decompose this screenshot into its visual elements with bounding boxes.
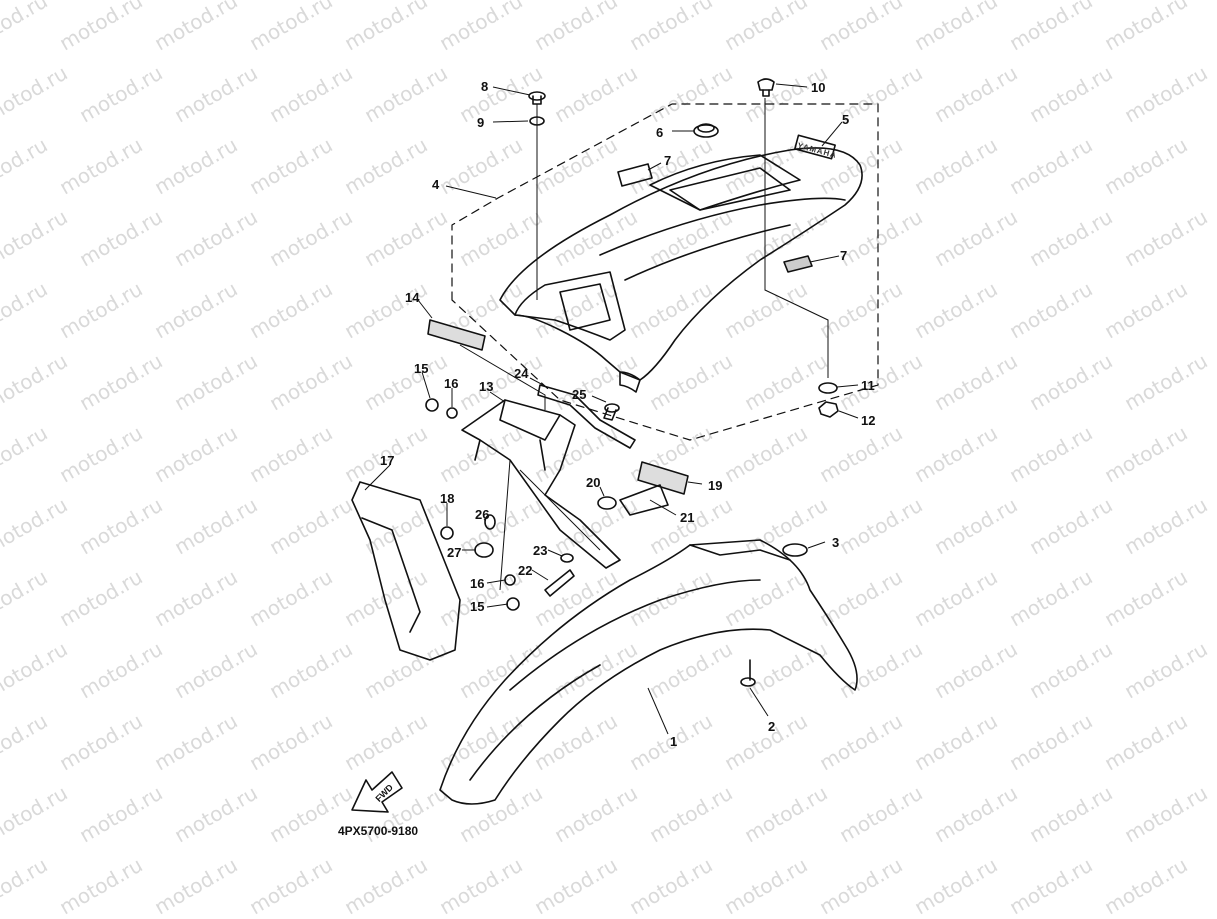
callout-19: 19 [708,478,723,493]
nut-11 [818,382,838,394]
nut-20 [597,496,617,510]
callout-1: 1 [670,734,678,749]
collar-27 [474,542,494,558]
callout-7a: 7 [664,153,672,168]
rear-fender [499,134,863,393]
callout-9: 9 [477,115,485,130]
callout-24: 24 [514,366,529,381]
callout-21: 21 [680,510,695,525]
callout-15a: 15 [414,361,429,376]
callout-12: 12 [861,413,876,428]
callout-23: 23 [533,543,548,558]
callout-4: 4 [432,177,440,192]
callout-13: 13 [479,379,494,394]
bracket-21 [619,484,669,516]
bolt-2 [740,659,756,687]
callout-16a: 16 [444,376,459,391]
callout-2: 2 [768,719,776,734]
bolt-25 [603,403,620,421]
fwd-arrow-icon [351,771,403,813]
callout-20: 20 [586,475,601,490]
bolt-10 [757,78,775,97]
rivet-22 [544,569,575,597]
bolt-15b [506,597,520,611]
assembly-4-dashed-box [451,103,879,441]
callout-11: 11 [861,378,875,393]
mudflap-17 [351,481,461,661]
callout-10: 10 [811,80,826,95]
grommet-3 [782,543,808,557]
callout-15b: 15 [470,599,485,614]
callout-25: 25 [572,387,587,402]
washer-16a [446,407,458,419]
washer-26 [484,514,496,530]
callout-5: 5 [842,112,850,127]
washer-23 [560,553,574,563]
callout-26: 26 [475,507,490,522]
reflector-19 [637,461,689,495]
callout-17: 17 [380,453,395,468]
front-fender [439,539,858,805]
pad-14 [427,319,486,351]
sticker-7a [617,163,653,187]
bolt-8 [528,91,546,105]
callout-8: 8 [481,79,489,94]
bracket-24 [537,384,636,449]
callout-16b: 16 [470,576,485,591]
callout-7b: 7 [840,248,848,263]
bolt-15a [425,398,439,412]
sticker-7b [783,255,813,273]
callout-6: 6 [656,125,664,140]
callout-14: 14 [405,290,420,305]
callout-18: 18 [440,491,455,506]
diagram-code: 4PX5700-9180 [338,824,419,838]
nut-12 [818,401,839,418]
callout-3: 3 [832,535,840,550]
callout-22: 22 [518,563,533,578]
nut-18 [440,526,454,540]
callout-27: 27 [447,545,462,560]
washer-16b [504,574,516,586]
